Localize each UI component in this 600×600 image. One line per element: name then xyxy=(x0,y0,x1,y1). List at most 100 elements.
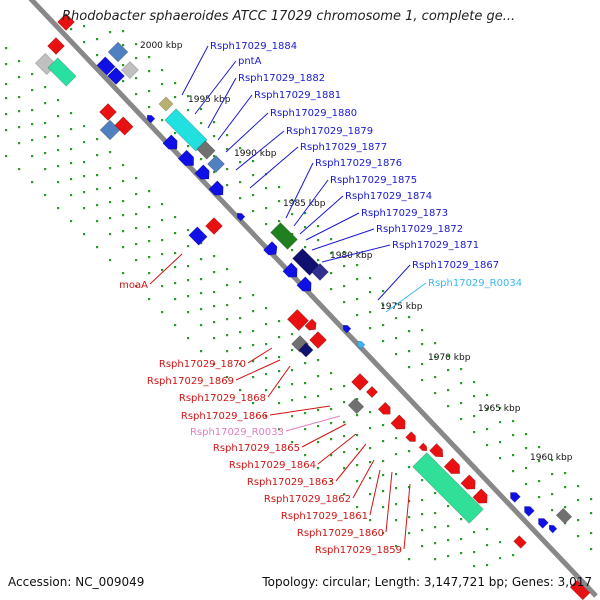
guide-dot xyxy=(174,232,177,235)
gene-block xyxy=(377,401,391,415)
guide-dot xyxy=(486,428,489,431)
gene-label[interactable]: Rsph17029_1861 xyxy=(281,511,368,522)
gene-label[interactable]: Rsph17029_1874 xyxy=(345,191,432,202)
gene-label[interactable]: Rsph17029_1867 xyxy=(412,260,499,271)
guide-dot xyxy=(70,220,73,223)
guide-dot xyxy=(161,269,164,272)
gene-label[interactable]: Rsph17029_1882 xyxy=(238,73,325,84)
guide-dot xyxy=(434,526,437,529)
gene-label[interactable]: Rsph17029_1866 xyxy=(181,411,268,422)
guide-dot xyxy=(213,171,216,174)
guide-dot xyxy=(83,25,86,28)
guide-dot xyxy=(278,200,281,203)
guide-dot xyxy=(369,461,372,464)
guide-dot xyxy=(408,486,411,489)
gene-label[interactable]: Rsph17029_1881 xyxy=(254,90,341,101)
guide-dot xyxy=(486,528,489,531)
guide-dot xyxy=(148,70,151,73)
callout-line xyxy=(293,179,329,227)
guide-dot xyxy=(265,307,268,310)
guide-dot xyxy=(57,99,60,102)
gene-label[interactable]: Rsph17029_R0033 xyxy=(190,427,284,438)
rrna-block xyxy=(47,57,77,87)
gene-block xyxy=(270,222,298,250)
guide-dot xyxy=(447,355,450,358)
gene-label[interactable]: Rsph17029_1880 xyxy=(270,108,357,119)
callout-line xyxy=(269,405,331,416)
guide-dot xyxy=(148,226,151,229)
gene-label[interactable]: Rsph17029_1869 xyxy=(147,376,234,387)
gene-label[interactable]: Rsph17029_1871 xyxy=(392,240,479,251)
guide-dot xyxy=(44,102,47,105)
guide-dot xyxy=(96,38,99,41)
guide-dot xyxy=(278,402,281,405)
gene-label[interactable]: Rsph17029_1877 xyxy=(300,142,387,153)
guide-dot xyxy=(408,450,411,453)
gene-label[interactable]: Rsph17029_1862 xyxy=(264,494,351,505)
guide-dot xyxy=(447,389,450,392)
gene-block xyxy=(311,263,329,281)
kbp-tick-label: 1985 kbp xyxy=(283,199,326,209)
gene-block xyxy=(524,506,535,517)
gene-block xyxy=(513,535,527,549)
guide-dot xyxy=(57,149,60,152)
guide-dot xyxy=(18,110,21,113)
guide-dot xyxy=(356,464,359,467)
guide-dot xyxy=(343,451,346,454)
guide-dot xyxy=(278,428,281,431)
guide-dot xyxy=(226,168,229,171)
guide-dot xyxy=(226,304,229,307)
gene-label[interactable]: Rsph17029_1875 xyxy=(330,175,417,186)
gene-label[interactable]: Rsph17029_1873 xyxy=(361,208,448,219)
gene-label[interactable]: Rsph17029_1876 xyxy=(315,158,402,169)
gene-label[interactable]: Rsph17029_1860 xyxy=(297,528,384,539)
guide-dot xyxy=(356,506,359,509)
gene-block xyxy=(263,241,278,256)
guide-dot xyxy=(122,246,125,249)
guide-dot xyxy=(317,395,320,398)
guide-dot xyxy=(200,122,203,125)
guide-dot xyxy=(135,43,138,46)
gene-label[interactable]: Rsph17029_1870 xyxy=(159,359,246,370)
gene-label[interactable]: Rsph17029_1872 xyxy=(376,224,463,235)
callout-line xyxy=(225,112,269,153)
guide-dot xyxy=(291,399,294,402)
guide-dot xyxy=(512,420,515,423)
guide-dot xyxy=(252,174,255,177)
gene-label[interactable]: Rsph17029_1884 xyxy=(210,41,297,52)
guide-dot xyxy=(239,317,242,320)
gene-label[interactable]: Rsph17029_R0034 xyxy=(428,278,522,289)
guide-dot xyxy=(200,292,203,295)
guide-dot xyxy=(174,282,177,285)
guide-dot xyxy=(304,212,307,215)
guide-dot xyxy=(369,311,372,314)
gene-label[interactable]: Rsph17029_1865 xyxy=(213,443,300,454)
guide-dot xyxy=(421,363,424,366)
kbp-tick-label: 1965 kbp xyxy=(478,404,521,414)
guide-dot xyxy=(226,350,229,353)
guide-dot xyxy=(304,412,307,415)
guide-dot xyxy=(96,220,99,223)
guide-dot xyxy=(473,531,476,534)
guide-dot xyxy=(239,181,242,184)
guide-dot xyxy=(304,454,307,457)
gene-block xyxy=(472,488,488,504)
gene-label[interactable]: pntA xyxy=(238,56,262,67)
guide-dot xyxy=(317,425,320,428)
guide-dot xyxy=(5,155,8,158)
guide-dot xyxy=(577,485,580,488)
gene-label[interactable]: Rsph17029_1864 xyxy=(229,460,316,471)
gene-block xyxy=(146,114,156,124)
guide-dot xyxy=(343,265,346,268)
guide-dot xyxy=(525,447,528,450)
guide-dot xyxy=(434,492,437,495)
gene-label[interactable]: Rsph17029_1863 xyxy=(247,477,334,488)
gene-label[interactable]: Rsph17029_1868 xyxy=(179,393,266,404)
gene-block xyxy=(194,164,210,180)
guide-dot xyxy=(239,347,242,350)
guide-dot xyxy=(499,541,502,544)
guide-dot xyxy=(161,285,164,288)
gene-label[interactable]: Rsph17029_1879 xyxy=(286,126,373,137)
gene-label[interactable]: moaA xyxy=(119,280,148,291)
gene-label[interactable]: Rsph17029_1859 xyxy=(315,545,402,556)
